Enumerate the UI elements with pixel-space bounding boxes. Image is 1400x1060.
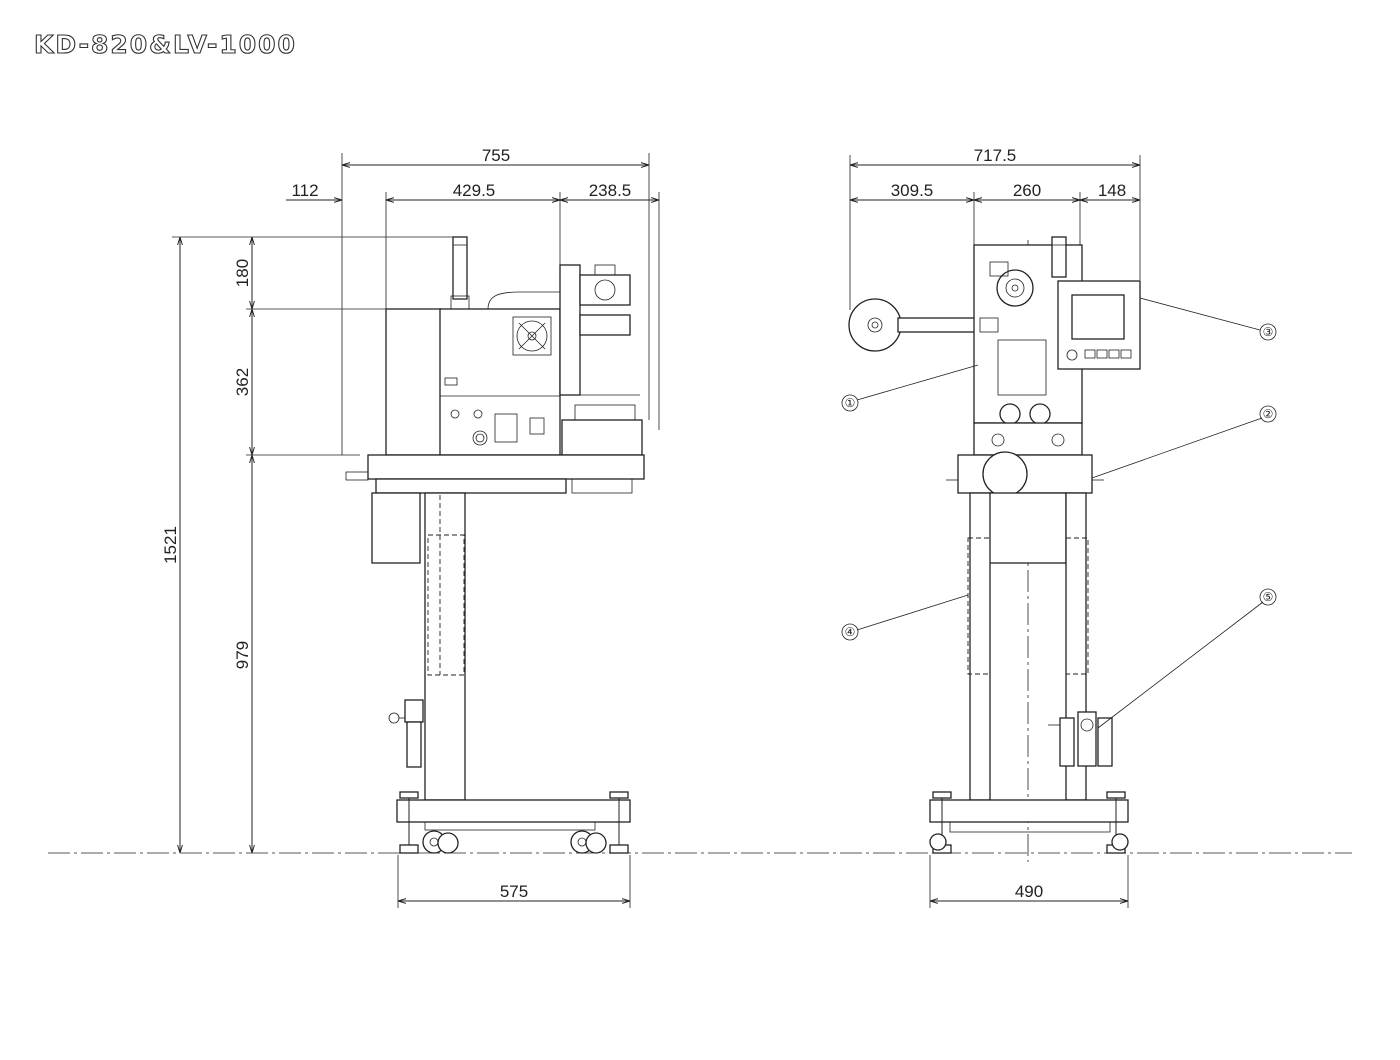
side-view: 755 112 429.5 238.5 1521 180 362 979	[161, 146, 660, 908]
dim-label: 575	[500, 882, 528, 901]
front-view: 717.5 309.5 260 148 490	[841, 146, 1277, 908]
callout-4: ④	[841, 594, 969, 641]
dim-label: 180	[233, 259, 252, 287]
callout-3: ③	[1139, 297, 1277, 341]
dim-label: 238.5	[589, 181, 632, 200]
dim-label: 717.5	[974, 146, 1017, 165]
dim-front-overall-width: 717.5	[849, 146, 1141, 310]
callout-label: ②	[1263, 407, 1274, 421]
callout-label: ④	[845, 625, 856, 639]
callout-label: ①	[845, 396, 856, 410]
callout-2: ②	[1091, 405, 1277, 479]
callout-label: ③	[1263, 325, 1274, 339]
dim-side-base: 575	[397, 855, 631, 908]
dim-front-row2: 309.5 260 148	[850, 181, 1140, 280]
side-machine	[345, 236, 645, 854]
drawing-title: KD-820&LV-1000	[33, 29, 297, 59]
dim-label: 1521	[161, 526, 180, 564]
dim-side-row2: 112 429.5 238.5	[286, 181, 660, 430]
dim-label: 112	[291, 181, 318, 200]
callout-1: ①	[841, 364, 979, 412]
dim-label: 755	[482, 146, 510, 165]
dim-label: 260	[1013, 181, 1041, 200]
callout-label: ⑤	[1263, 590, 1274, 604]
dim-front-base: 490	[929, 855, 1129, 908]
dim-side-heights: 1521 180 362 979	[161, 236, 455, 853]
dim-label: 490	[1015, 882, 1043, 901]
dim-label: 309.5	[891, 181, 934, 200]
dim-label: 429.5	[453, 181, 496, 200]
front-machine	[848, 236, 1141, 854]
dim-label: 148	[1098, 181, 1126, 200]
callout-5: ⑤	[1097, 588, 1277, 729]
dim-label: 979	[233, 641, 252, 669]
dim-label: 362	[233, 368, 252, 396]
